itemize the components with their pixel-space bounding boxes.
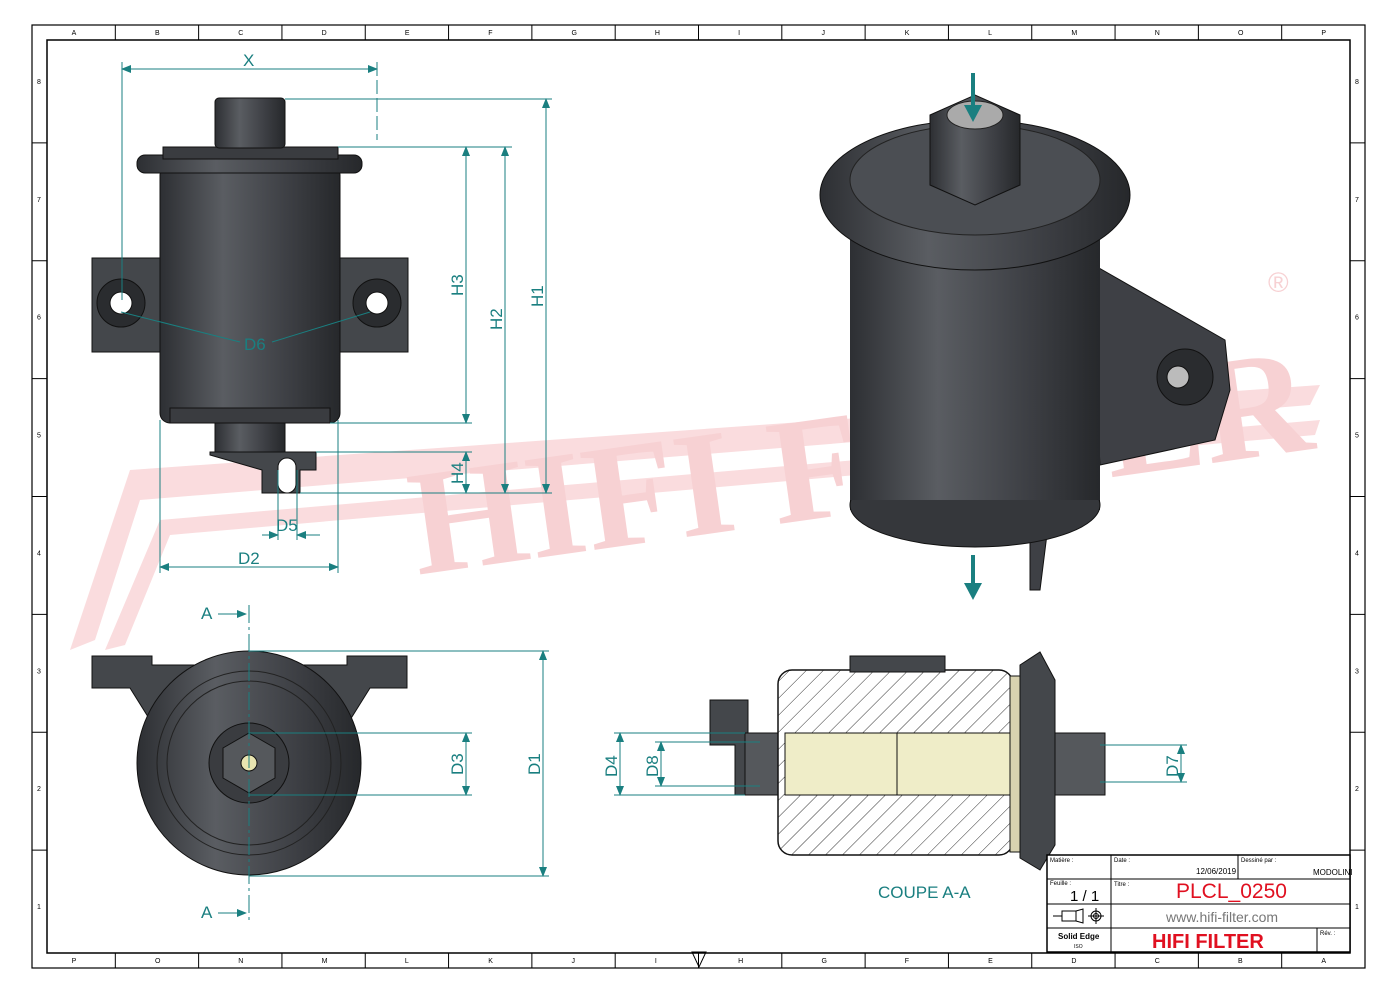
date-label: Date : [1114,858,1130,864]
border-column-label: I [655,958,657,965]
border-grid [32,25,1365,968]
border-row-label: 3 [1355,668,1359,675]
company-name: HIFI FILTER [1152,931,1264,953]
border-column-label: J [572,958,576,965]
border-column-label: B [155,30,160,37]
title-label: Titre : [1114,882,1129,888]
dim-d7: D7 [1163,755,1182,777]
border-column-label: O [1238,30,1244,37]
border-row-label: 7 [37,197,41,204]
border-column-label: K [488,958,493,965]
dim-d4: D4 [602,755,621,777]
border-column-label: H [738,958,743,965]
border-row-label: 5 [1355,433,1359,440]
border-column-label: H [655,30,660,37]
rev-label: Rév. : [1320,931,1336,937]
border-column-label: B [1238,958,1243,965]
bottom-dimensions [218,610,549,917]
title-block [1046,854,1351,953]
border-row-label: 2 [37,786,41,793]
border-column-label: O [155,958,161,965]
projection-symbol-icon [1053,908,1104,924]
dim-d3: D3 [448,753,467,775]
dim-d6: D6 [244,335,266,354]
bottom-view [91,605,408,920]
border-column-label: C [238,30,243,37]
border-column-label: A [72,30,77,37]
dim-x: X [243,51,254,70]
sheet-value: 1 / 1 [1070,888,1099,905]
border-column-label: I [738,30,740,37]
dim-d1: D1 [525,753,544,775]
border-row-label: 7 [1355,197,1359,204]
border-column-label: F [905,958,909,965]
border-column-label: E [988,958,993,965]
border-column-label: N [1155,30,1160,37]
border-row-label: 8 [37,79,41,86]
matiere-label: Matière : [1050,858,1074,864]
dim-d5: D5 [276,516,298,535]
border-row-label: 6 [37,315,41,322]
section-dimensions [614,732,1187,796]
date-value: 12/06/2019 [1196,867,1237,876]
section-marker-bottom: A [201,903,213,922]
sheet-label: Feuille : [1050,881,1071,887]
border-column-label: G [572,30,577,37]
software-standard: ISO [1074,944,1083,950]
border-column-label: C [1155,958,1160,965]
border-column-label: P [1321,30,1326,37]
border-column-label: D [1071,958,1076,965]
border-row-label: 8 [1355,79,1359,86]
dim-d8: D8 [643,755,662,777]
front-dimensions [120,62,552,573]
drawn-by-label: Dessiné par : [1241,858,1277,864]
border-column-label: L [405,958,409,965]
dim-h1: H1 [528,285,547,307]
border-row-label: 3 [37,668,41,675]
border-column-label: G [821,958,826,965]
border-column-label: K [905,30,910,37]
dim-h4: H4 [448,462,467,484]
border-column-label: D [322,30,327,37]
dim-d2: D2 [238,549,260,568]
border-column-label: M [322,958,328,965]
registered-mark: ® [1268,267,1289,298]
border-column-label: A [1321,958,1326,965]
section-label: COUPE A-A [878,883,971,902]
border-row-label: 1 [1355,904,1359,911]
website: www.hifi-filter.com [1165,909,1278,925]
border-column-label: P [72,958,77,965]
border-column-label: M [1071,30,1077,37]
software-name: Solid Edge [1058,932,1100,941]
section-marker-top: A [201,604,213,623]
border-row-label: 4 [1355,550,1359,557]
front-view [91,97,409,494]
border-column-label: F [488,30,492,37]
border-column-label: E [405,30,410,37]
border-row-label: 6 [1355,315,1359,322]
drawing-title: PLCL_0250 [1176,880,1287,903]
drawn-by-value: MODOLINI [1313,868,1353,877]
border-row-label: 2 [1355,786,1359,793]
center-mark-icon [691,951,707,969]
border-column-label: L [988,30,992,37]
section-view [709,651,1106,871]
border-row-label: 1 [37,904,41,911]
border-column-label: J [821,30,825,37]
border-column-label: N [238,958,243,965]
isometric-view [819,73,1231,600]
border-row-label: 4 [37,550,41,557]
dim-h3: H3 [448,274,467,296]
dim-h2: H2 [487,308,506,330]
border-row-label: 5 [37,433,41,440]
